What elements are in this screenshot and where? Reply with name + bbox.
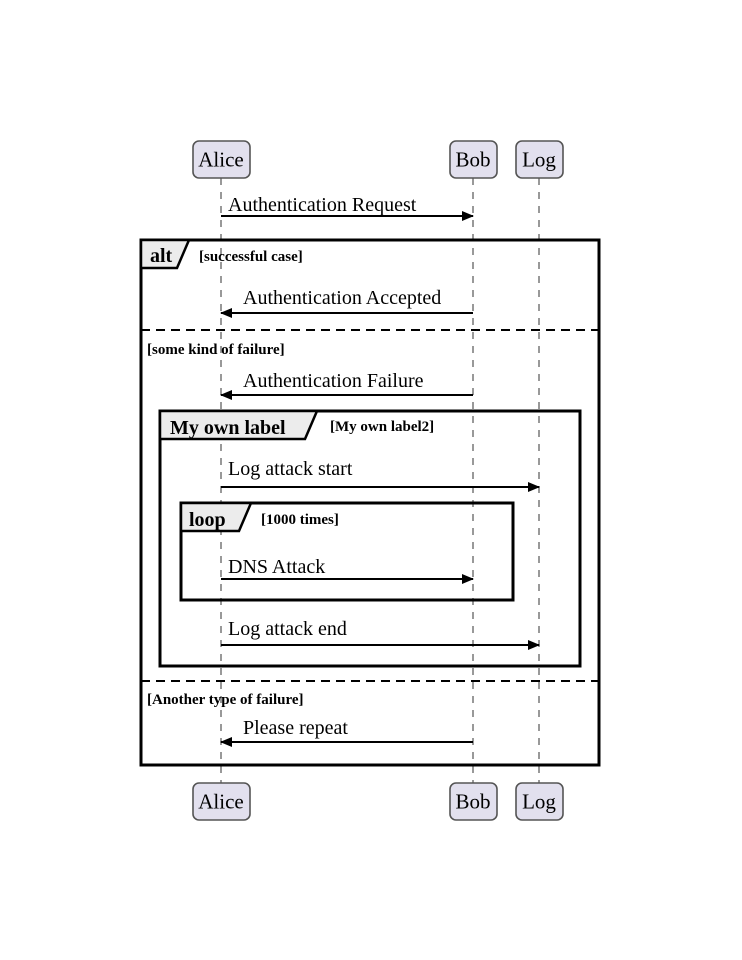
participant-alice-foot[interactable]: Alice	[192, 782, 251, 821]
message-m4: Log attack start	[221, 458, 540, 492]
participant-bob-foot[interactable]: Bob	[449, 782, 498, 821]
participant-label: Log	[522, 148, 556, 172]
fragment-operator-label: alt	[150, 245, 173, 267]
participant-box[interactable]	[192, 140, 251, 179]
fragment-separator: [some kind of failure]	[141, 329, 599, 358]
participant-label: Alice	[198, 148, 243, 172]
participant-log-foot[interactable]: Log	[515, 782, 564, 821]
fragment-guard-label: [successful case]	[199, 249, 303, 265]
message-m2: Authentication Accepted	[220, 287, 473, 318]
participant-label: Bob	[455, 148, 490, 172]
fragment-guard-label: [My own label2]	[330, 419, 434, 435]
fragment-operator-tab	[139, 238, 191, 270]
separator-guard-label: [Another type of failure]	[147, 692, 304, 708]
fragment-border	[179, 501, 515, 602]
participant-label: Alice	[198, 790, 243, 814]
message-label: Authentication Failure	[243, 370, 424, 392]
fragment-guard-label: [1000 times]	[261, 512, 339, 528]
separator-guard-label: [some kind of failure]	[147, 342, 285, 358]
fragment-my-own-label: My own label [My own label2]	[158, 409, 582, 668]
message-label: Log attack start	[228, 458, 353, 480]
message-m5: DNS Attack	[221, 556, 474, 584]
participant-bob-head[interactable]: Bob	[449, 140, 498, 179]
fragment-alt: alt [successful case]	[139, 238, 601, 767]
message-m6: Log attack end	[221, 618, 540, 650]
participant-alice-head[interactable]: Alice	[192, 140, 251, 179]
message-m7: Please repeat	[220, 717, 473, 747]
message-label: Please repeat	[243, 717, 348, 739]
participant-box[interactable]	[515, 140, 564, 179]
message-m3: Authentication Failure	[220, 370, 473, 400]
message-label: Authentication Accepted	[243, 287, 441, 309]
fragment-separator: [Another type of failure]	[141, 680, 599, 708]
fragments-layer: alt [successful case] My own label [My own …	[139, 238, 601, 767]
lifelines-layer	[220, 178, 540, 783]
fragment-loop: loop [1000 times]	[179, 501, 515, 602]
fragment-separators-layer: [some kind of failure] [Another type of f…	[141, 329, 599, 708]
participant-box[interactable]	[192, 782, 251, 821]
participant-label: Bob	[455, 790, 490, 814]
participant-log-head[interactable]: Log	[515, 140, 564, 179]
participant-box[interactable]	[515, 782, 564, 821]
participant-box[interactable]	[449, 782, 498, 821]
message-m1: Authentication Request	[221, 194, 474, 221]
participant-box[interactable]	[449, 140, 498, 179]
fragment-operator-tab	[179, 501, 253, 533]
participant-label: Log	[522, 790, 556, 814]
message-label: Authentication Request	[228, 194, 417, 216]
fragment-border	[158, 409, 582, 668]
fragment-border	[139, 238, 601, 767]
fragment-operator-label: loop	[189, 509, 226, 531]
fragment-operator-tab	[158, 409, 319, 441]
message-label: Log attack end	[228, 618, 347, 640]
fragment-operator-label: My own label	[170, 417, 286, 439]
message-label: DNS Attack	[228, 556, 325, 578]
